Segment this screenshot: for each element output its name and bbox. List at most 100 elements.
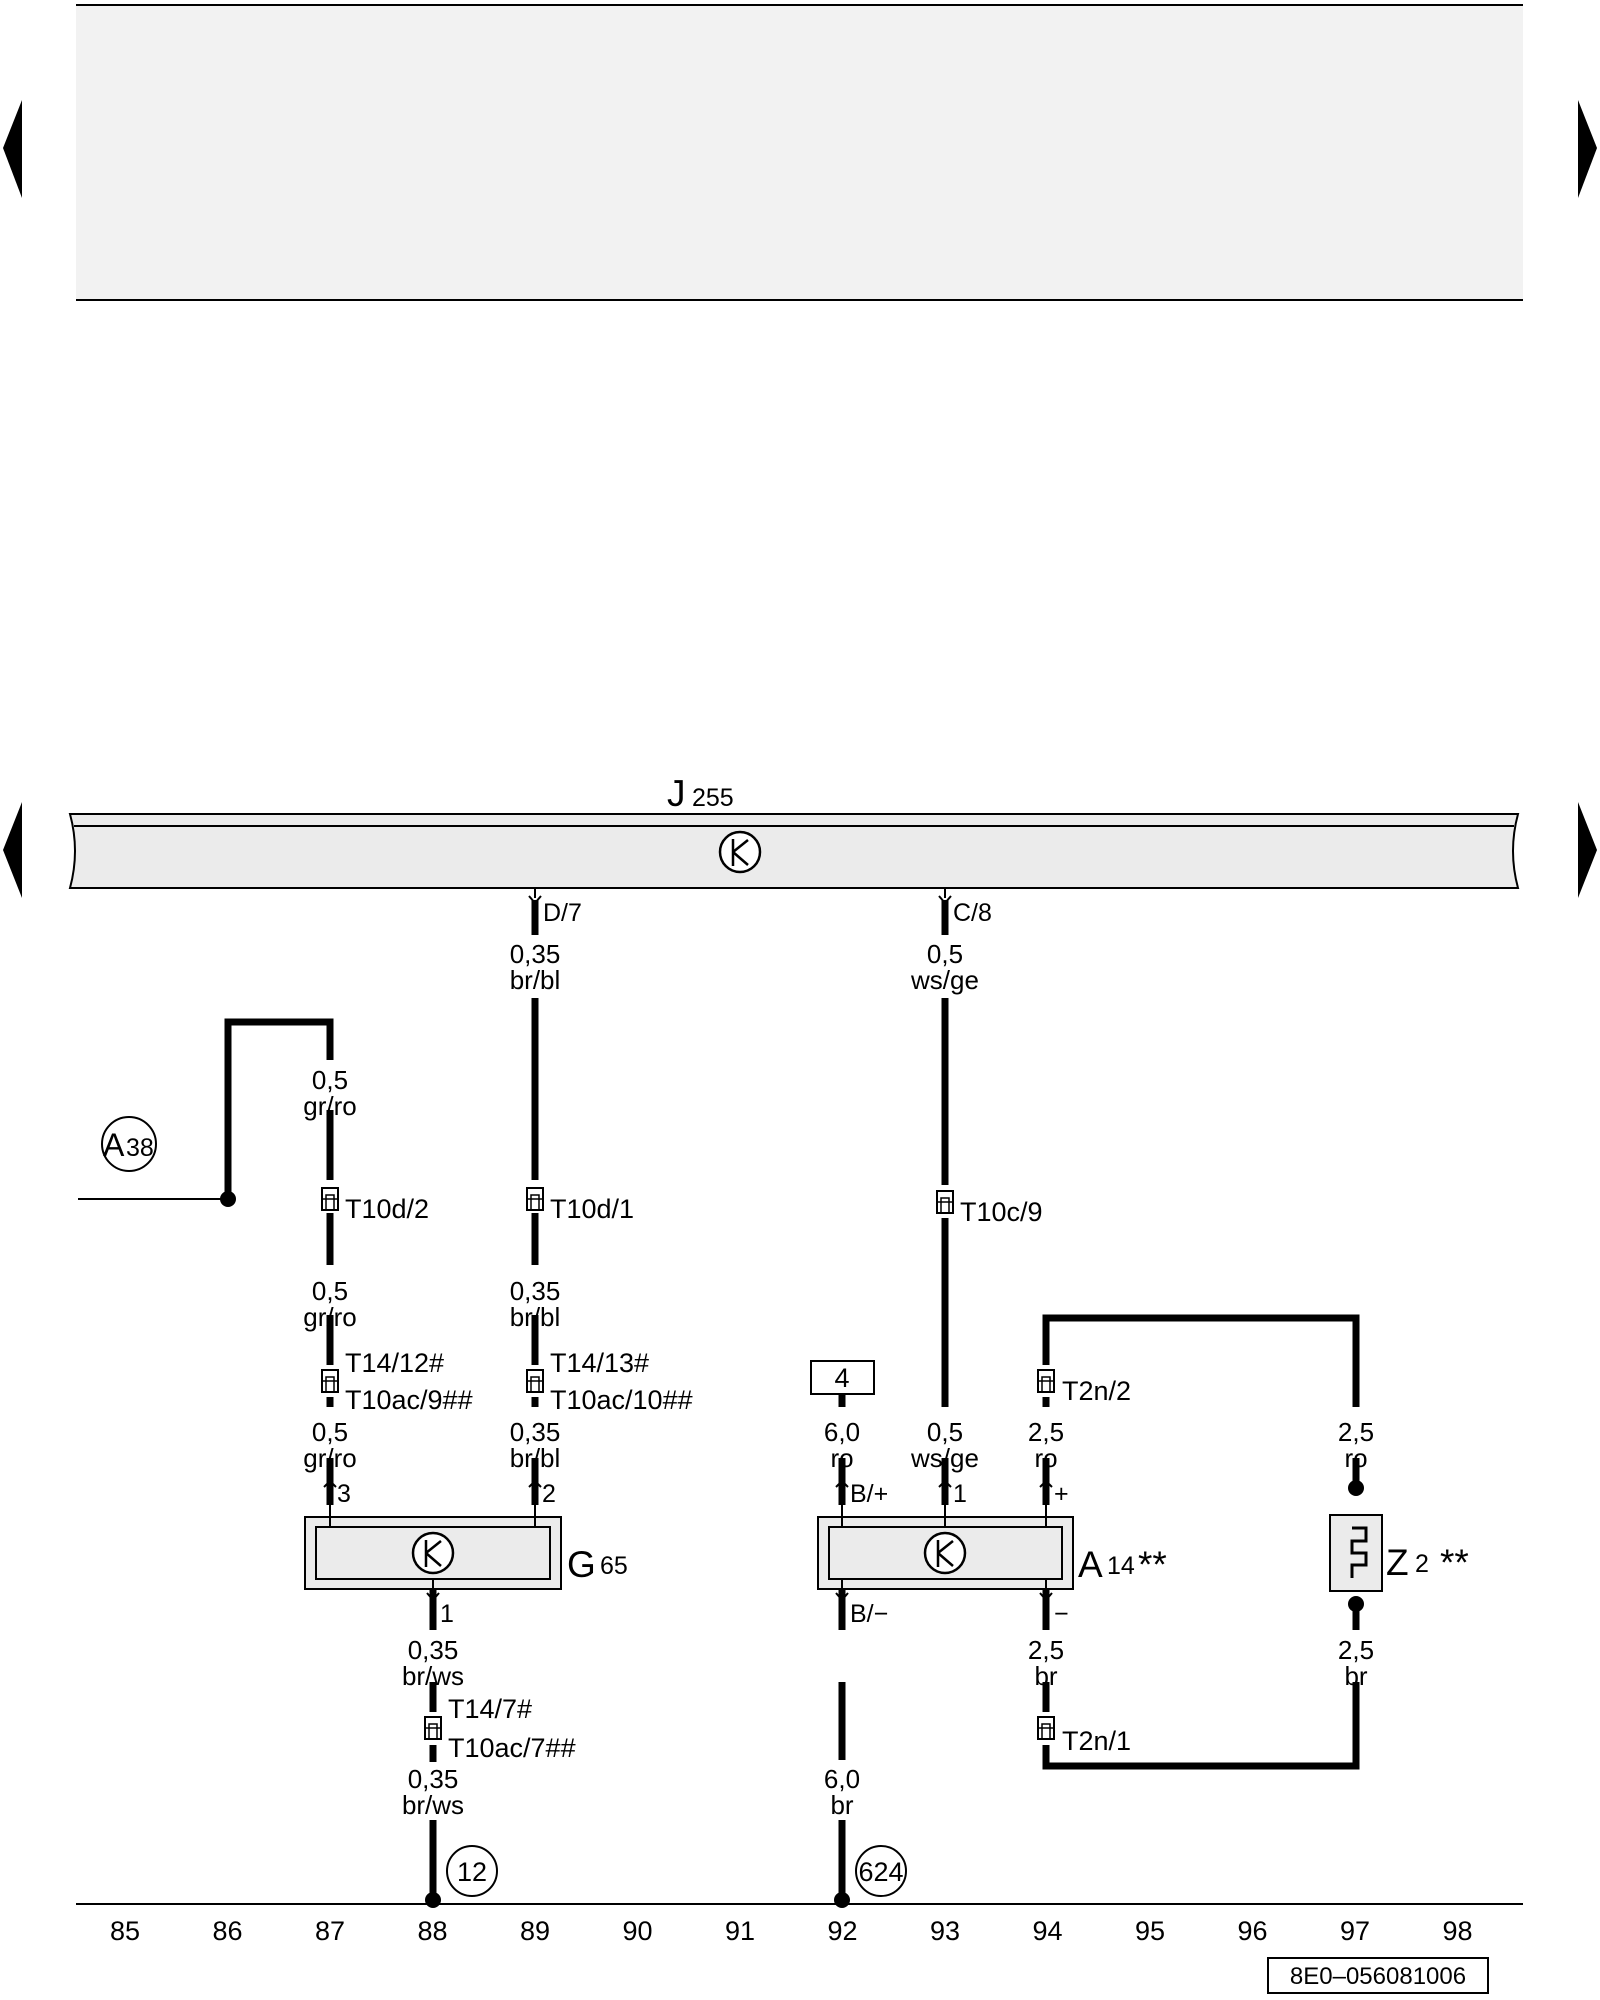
wire-size-label: 6,0 [824, 1417, 860, 1447]
track-number: 91 [725, 1916, 755, 1946]
pin-a14-minus: − [1054, 1600, 1069, 1628]
wire-size-label: 2,5 [1338, 1417, 1374, 1447]
arrow-left-icon[interactable] [3, 100, 22, 198]
track-number: 88 [417, 1916, 447, 1946]
g65-number: 65 [600, 1552, 628, 1580]
wire-size-label: 0,35 [408, 1764, 459, 1794]
wire-color-label: gr/ro [303, 1091, 356, 1121]
track-number: 97 [1340, 1916, 1370, 1946]
wire-color-label: ro [1344, 1443, 1367, 1473]
connector-label: T10d/1 [550, 1194, 634, 1224]
wire-color-label: ws/ge [910, 965, 979, 995]
wire-size-label: 0,35 [408, 1635, 459, 1665]
connector-label: T10ac/9## [345, 1385, 473, 1415]
j255-number: 255 [692, 784, 734, 812]
pin-g65-3: 3 [337, 1480, 351, 1508]
wire-color-label: br/bl [510, 1443, 561, 1473]
fuse-ref-number: 4 [834, 1363, 849, 1393]
connector-symbol-icon [526, 1369, 544, 1393]
wire-size-label: 0,5 [927, 939, 963, 969]
gauge-symbol-icon [411, 1531, 455, 1575]
wire-color-label: br/ws [402, 1790, 464, 1820]
wires [78, 888, 1360, 1900]
heater-element-icon [1350, 1526, 1368, 1578]
wire-color-label: gr/ro [303, 1443, 356, 1473]
track-number: 96 [1237, 1916, 1267, 1946]
connector-label: T14/12# [345, 1348, 444, 1378]
z2-mark: ** [1440, 1542, 1469, 1583]
connector-symbol-icon [1037, 1369, 1055, 1393]
wire-color-label: br [1034, 1661, 1057, 1691]
pin-a14-b-plus: B/+ [850, 1480, 888, 1508]
j255-label: J [667, 773, 686, 814]
track-number: 87 [315, 1916, 345, 1946]
control-unit-j255 [68, 813, 1520, 889]
connector-label: T2n/1 [1062, 1726, 1131, 1756]
ref-a38-letter: A [103, 1127, 125, 1163]
ref-a38 [101, 1116, 157, 1172]
track-number: 86 [212, 1916, 242, 1946]
wire-color-label: ro [830, 1443, 853, 1473]
track-number: 95 [1135, 1916, 1165, 1946]
track-number: 93 [930, 1916, 960, 1946]
junction-dot [1348, 1480, 1364, 1496]
connector-label: T10ac/10## [550, 1385, 693, 1415]
connector-label: T10c/9 [960, 1197, 1043, 1227]
pin-a14-plus: + [1054, 1480, 1069, 1508]
diagram-id: 8E0–056081006 [1290, 1963, 1466, 1990]
wire-94-97-lower [1042, 1682, 1360, 1770]
a14-number: 14 [1107, 1552, 1135, 1580]
wire-size-label: 0,5 [312, 1065, 348, 1095]
ground-ref-624 [855, 1845, 907, 1897]
connector-symbol-icon [936, 1190, 954, 1214]
pin-c8: C/8 [953, 899, 992, 927]
arrow-right-icon[interactable] [1578, 100, 1597, 198]
arrow-right-icon[interactable] [1578, 802, 1597, 898]
ground-ref-12 [446, 1845, 498, 1897]
arrow-left-icon[interactable] [3, 802, 22, 898]
wire-94-97-upper [1042, 1314, 1360, 1407]
gauge-symbol-icon [718, 830, 762, 874]
wire-size-label: 2,5 [1028, 1635, 1064, 1665]
pin-g65-2: 2 [542, 1480, 556, 1508]
wire-size-label: 0,5 [312, 1276, 348, 1306]
pin-a14-1: 1 [953, 1480, 967, 1508]
junction-dot [1348, 1596, 1364, 1612]
z2-label: Z [1386, 1542, 1409, 1583]
ground-ref-624-label: 624 [858, 1857, 903, 1887]
connector-symbol-icon [424, 1716, 442, 1740]
wire-color-label: br/bl [510, 965, 561, 995]
gauge-symbol-icon [923, 1531, 967, 1575]
wire-size-label: 6,0 [824, 1764, 860, 1794]
wire-color-label: br [1344, 1661, 1367, 1691]
connector-symbol-icon [321, 1187, 339, 1211]
wire-size-label: 0,35 [510, 939, 561, 969]
track-number: 92 [827, 1916, 857, 1946]
track-number: 85 [110, 1916, 140, 1946]
wire-color-label: ws/ge [910, 1443, 979, 1473]
pin-marks [323, 895, 1053, 1602]
header-panel [76, 5, 1523, 299]
connector-label: T14/7# [448, 1694, 532, 1724]
ref-a38-number: 38 [126, 1134, 154, 1162]
junction-dot [834, 1892, 850, 1908]
wire-color-label: ro [1034, 1443, 1057, 1473]
ground-ref-12-label: 12 [457, 1857, 487, 1887]
track-number: 90 [622, 1916, 652, 1946]
wire-size-label: 2,5 [1338, 1635, 1374, 1665]
track-number: 89 [520, 1916, 550, 1946]
connector-symbol-icon [1037, 1716, 1055, 1740]
z2-number: 2 [1415, 1550, 1429, 1578]
junction-dot [425, 1892, 441, 1908]
wire-color-label: gr/ro [303, 1302, 356, 1332]
pin-a14-b-minus: B/− [850, 1600, 888, 1628]
connector-symbol-icon [321, 1369, 339, 1393]
pin-g65-1: 1 [440, 1600, 454, 1628]
wire-87-upper [224, 1018, 334, 1199]
connector-label: T10ac/7## [448, 1733, 576, 1763]
a14-label: A [1078, 1544, 1103, 1585]
wire-color-label: br/bl [510, 1302, 561, 1332]
track-number: 94 [1032, 1916, 1062, 1946]
